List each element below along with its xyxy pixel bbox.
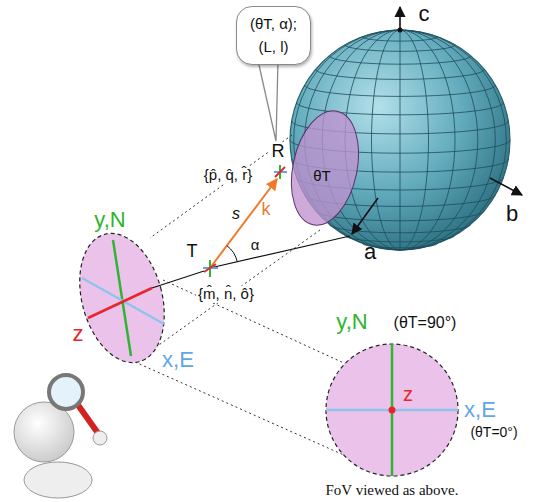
figure-caption: FoV viewed as above. <box>325 482 458 499</box>
frame-t <box>203 260 218 277</box>
angle-label: α <box>251 237 260 254</box>
tick <box>275 167 285 177</box>
callout-text: (L, l) <box>250 35 297 58</box>
point-label: R <box>270 142 287 162</box>
axis-z <box>88 288 152 318</box>
axis-label: x,E <box>162 348 194 372</box>
magnifier-lens <box>49 375 83 409</box>
callout-tail <box>258 61 278 142</box>
angle-label: θT <box>313 168 331 185</box>
axis-x <box>82 278 164 324</box>
angle-arc <box>227 246 237 262</box>
frame-label: {m̂, n̂, ô} <box>196 286 256 303</box>
axis-c <box>399 7 401 30</box>
projection-line <box>135 362 346 456</box>
axis-label: c <box>419 2 430 26</box>
axis-label: y,N <box>336 310 367 334</box>
axis-label: y,N <box>94 208 125 232</box>
distance-label: s <box>232 205 240 223</box>
callout-text: (θT, α); <box>250 12 297 35</box>
point-label: T <box>187 242 198 262</box>
frame-label: {p̂, q̂, r̂} <box>202 167 254 184</box>
axis-label: b <box>506 202 518 226</box>
axis-label: z <box>403 383 413 405</box>
vector-label: k <box>262 200 271 220</box>
fov-ellipse <box>66 224 177 372</box>
axis-label: z <box>73 322 84 346</box>
callout-bubble: (θT, α);(L, l) <box>236 6 311 65</box>
figure-head <box>14 402 74 462</box>
frame-r <box>274 165 287 179</box>
axis-a <box>352 198 378 234</box>
figure-hand <box>93 431 107 445</box>
observer-figure <box>14 375 107 498</box>
fov-circle <box>326 344 458 476</box>
angle-note: (θT=0°) <box>470 425 517 440</box>
angle-note: (θT=90°) <box>394 314 457 332</box>
vector-k <box>210 179 277 268</box>
figure-body <box>24 462 92 498</box>
axis-label: x,E <box>464 398 496 422</box>
axis-label: a <box>364 240 376 264</box>
tick <box>204 264 216 272</box>
axis-b <box>490 178 522 195</box>
fov-footprint <box>282 105 369 232</box>
axis-z-dot <box>389 407 396 414</box>
